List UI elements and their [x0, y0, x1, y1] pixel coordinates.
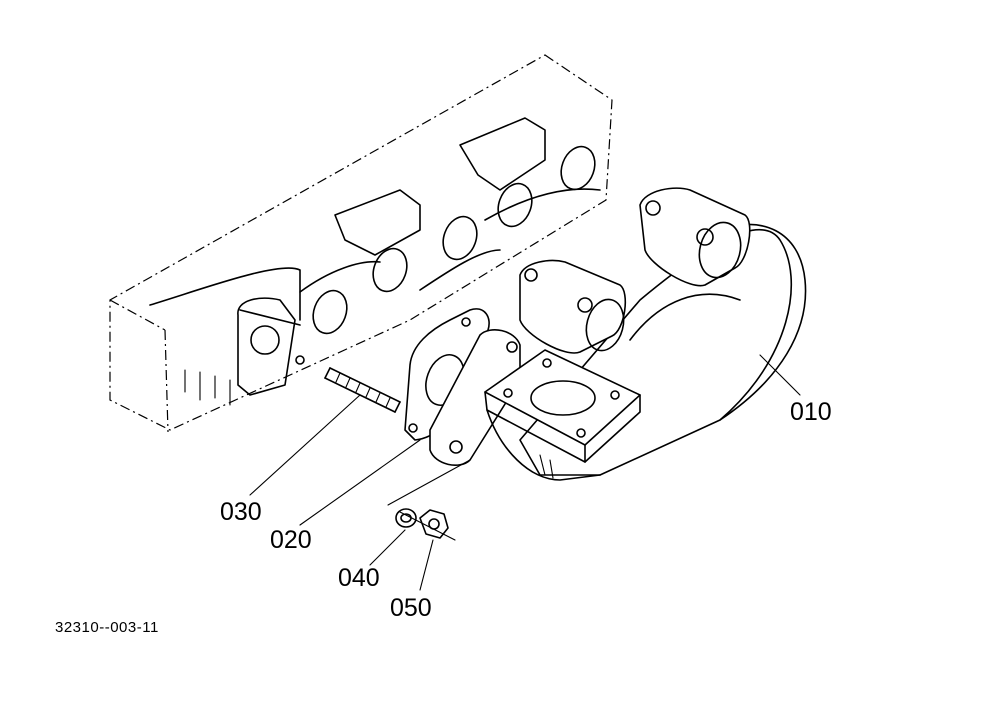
callout-040: 040 — [338, 564, 380, 592]
fastener-axis-line-2 — [399, 511, 456, 541]
exhaust-manifold-icon — [429, 187, 807, 481]
cylinder-head-outline — [109, 54, 613, 433]
washer-icon — [395, 508, 417, 528]
nut-icon — [419, 509, 449, 539]
callout-020: 020 — [270, 526, 312, 554]
fastener-axis-line — [387, 459, 471, 506]
callout-030: 030 — [220, 498, 262, 526]
drawing-code: 32310--003-11 — [55, 619, 159, 636]
callout-050: 050 — [390, 594, 432, 622]
callout-010: 010 — [790, 398, 832, 426]
leader-lines — [249, 354, 801, 591]
stud-bolt-icon — [324, 367, 401, 413]
